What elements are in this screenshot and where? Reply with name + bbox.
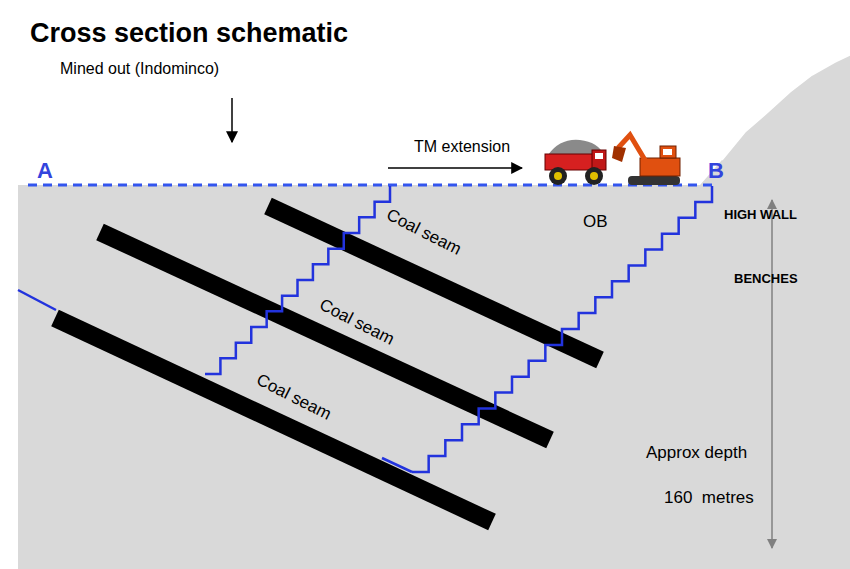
pointer-arrow bbox=[231, 98, 233, 142]
ground bbox=[18, 185, 850, 569]
extension-arrow bbox=[388, 167, 522, 169]
hill-outline bbox=[722, 55, 850, 160]
depth-label: Approx depth bbox=[646, 443, 747, 463]
excavator bbox=[612, 135, 680, 185]
haul-truck bbox=[545, 140, 606, 185]
region-label: Mined out (Indominco) bbox=[60, 60, 219, 78]
diagram-title: Cross section schematic bbox=[30, 18, 348, 49]
coal-seam bbox=[55, 318, 492, 522]
surface-line bbox=[28, 184, 712, 187]
arrow-label: TM extension bbox=[414, 138, 510, 156]
wall-label: HIGH WALL bbox=[724, 208, 797, 223]
section-end: B bbox=[708, 158, 724, 183]
bench-wall bbox=[412, 186, 712, 472]
pit-floor bbox=[382, 458, 412, 472]
depth-arrow bbox=[771, 200, 773, 548]
section-end: A bbox=[37, 158, 53, 183]
pit-floor bbox=[18, 290, 56, 310]
overburden-label: OB bbox=[583, 212, 608, 232]
wall-label: BENCHES bbox=[734, 272, 798, 287]
bench-wall bbox=[205, 186, 390, 374]
depth-label: 160 metres bbox=[664, 488, 754, 508]
hillside bbox=[700, 55, 850, 185]
